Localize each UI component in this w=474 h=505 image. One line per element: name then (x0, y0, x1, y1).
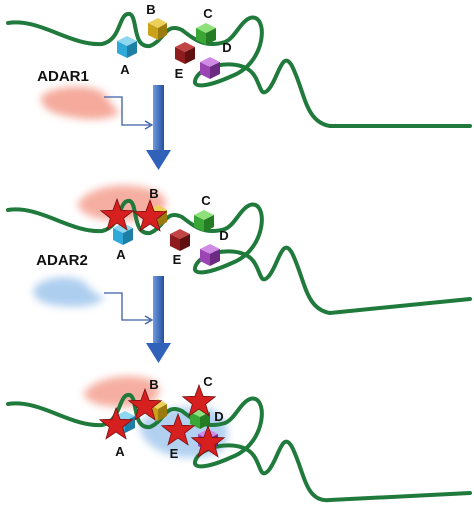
site-b-label: B (149, 186, 158, 201)
edit-star-c (181, 383, 217, 417)
site-a-label: A (116, 247, 126, 262)
edit-star-d (190, 424, 226, 458)
down-arrow-1 (146, 85, 171, 170)
site-c-cube (194, 210, 214, 232)
site-a-cube (117, 36, 137, 58)
site-c-label: C (203, 374, 213, 389)
site-d-cube (200, 57, 220, 79)
rna-strand (6, 12, 472, 128)
site-a-label: A (120, 62, 130, 77)
site-b-label: B (146, 2, 155, 17)
edit-star-a (98, 406, 134, 440)
site-c-label: C (203, 6, 213, 21)
adar1-connector-arrowhead (144, 120, 154, 130)
adar2-label: ADAR2 (36, 252, 88, 269)
site-e-label: E (173, 252, 182, 267)
site-e-cube (175, 42, 195, 64)
site-d-cube (200, 244, 220, 266)
site-e-label: E (170, 446, 179, 461)
site-b-cube (148, 18, 167, 40)
site-c-cube (190, 407, 210, 429)
adar1-connector (104, 96, 150, 126)
edit-star-e (160, 412, 196, 446)
site-d-label: D (222, 40, 231, 55)
adar2-connector-arrowhead (144, 315, 154, 325)
edit-star-b (127, 387, 163, 421)
site-b-label: B (149, 377, 158, 392)
site-e-cube (170, 229, 190, 251)
adar1-enzyme (41, 86, 120, 120)
site-c-label: C (201, 193, 211, 208)
adar2-connector (104, 292, 150, 321)
panel-3: B A C D E (6, 374, 472, 503)
site-a-label: A (115, 444, 125, 459)
site-d-label: D (214, 409, 223, 424)
adar1-bound (84, 376, 160, 407)
site-e-label: E (175, 66, 184, 81)
site-a-cube (113, 223, 133, 245)
site-d-label: D (219, 228, 228, 243)
rna-strand (6, 199, 472, 316)
panel-2: B A C D E (6, 185, 472, 316)
adar2-enzyme (33, 277, 104, 307)
rna-strand (6, 393, 472, 503)
panel-1: B A C D E (6, 2, 472, 128)
edit-star-a (99, 197, 135, 231)
edit-star-b (132, 198, 168, 232)
site-c-cube (196, 23, 216, 45)
adar1-label: ADAR1 (37, 68, 89, 85)
down-arrow-2 (146, 276, 171, 363)
